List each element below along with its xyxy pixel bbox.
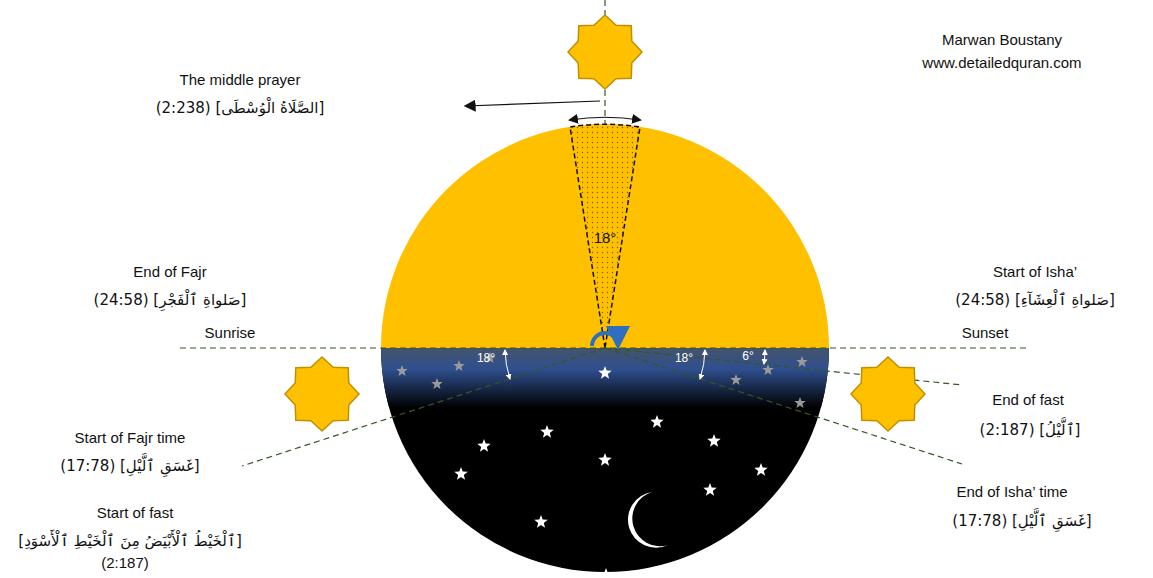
wedge-bracket	[570, 117, 640, 120]
night-half	[381, 348, 829, 572]
arabic-reference: (17:78) [غَسَقِ ٱلَّيْلِ]	[952, 512, 1091, 530]
fajr-line	[242, 348, 605, 466]
angle-label: 18°	[477, 351, 495, 365]
sun-icon	[568, 15, 642, 89]
angle-label: 6°	[742, 349, 753, 363]
star	[396, 365, 407, 376]
star	[703, 483, 716, 496]
star	[730, 374, 741, 385]
isha-line	[605, 348, 962, 464]
moon	[628, 492, 668, 548]
star	[454, 467, 467, 480]
time-label: Start of fast	[97, 504, 174, 522]
leader-line	[466, 101, 600, 106]
star	[707, 434, 720, 447]
horizon-label: Sunset	[962, 324, 1009, 342]
sun-icon	[285, 357, 359, 431]
star	[540, 425, 553, 438]
star	[762, 364, 773, 375]
time-label: Start of Fajr time	[75, 429, 186, 447]
horizon-label: Sunrise	[205, 324, 256, 342]
star	[794, 397, 805, 408]
star	[453, 360, 464, 371]
day-half	[381, 124, 829, 348]
star-group	[396, 352, 807, 578]
angle-label: 18°	[594, 229, 617, 247]
star	[534, 515, 547, 528]
sun-icon	[851, 357, 925, 431]
middle-wedge	[570, 124, 640, 348]
arabic-reference: (2:187)	[101, 554, 149, 572]
arabic-reference: [ٱلْخَيْطُ ٱلْأَبْيَضُ مِنَ ٱلْخَيْطِ ٱل…	[18, 532, 241, 550]
star	[599, 568, 612, 578]
star	[796, 356, 807, 367]
angle-arc	[505, 350, 510, 379]
arabic-reference: (2:187) [ٱلَّيْلُ]	[980, 421, 1081, 439]
angle-arc	[700, 350, 705, 379]
star	[754, 463, 767, 476]
website-credit: www.detailedquran.com	[922, 54, 1081, 72]
star	[598, 453, 611, 466]
time-label: Start of Isha’	[993, 263, 1077, 281]
rotation-arrow	[592, 333, 618, 346]
angle-arc	[764, 350, 765, 364]
star	[431, 378, 442, 389]
star	[598, 366, 611, 379]
star	[477, 439, 490, 452]
arabic-reference: (2:238) [الصَّلَاةُ الْوُسْطَى]	[156, 99, 325, 117]
arabic-reference: (17:78) [غَسَقِ ٱلَّيْلِ]	[60, 457, 199, 475]
time-label: End of Isha’ time	[956, 483, 1067, 501]
arabic-reference: (24:58) [صَلواةِ ٱلْعِشَآءِ]	[955, 291, 1114, 309]
time-label: End of fast	[992, 391, 1064, 409]
star	[650, 415, 663, 428]
sun-group	[285, 15, 925, 431]
heading-label: The middle prayer	[180, 71, 301, 89]
time-label: End of Fajr	[133, 263, 206, 281]
author-credit: Marwan Boustany	[942, 31, 1062, 49]
angle-label: 18°	[675, 351, 693, 365]
arabic-reference: (24:58) [صَلواةِ ٱلْفَجْرِ]	[94, 291, 247, 309]
